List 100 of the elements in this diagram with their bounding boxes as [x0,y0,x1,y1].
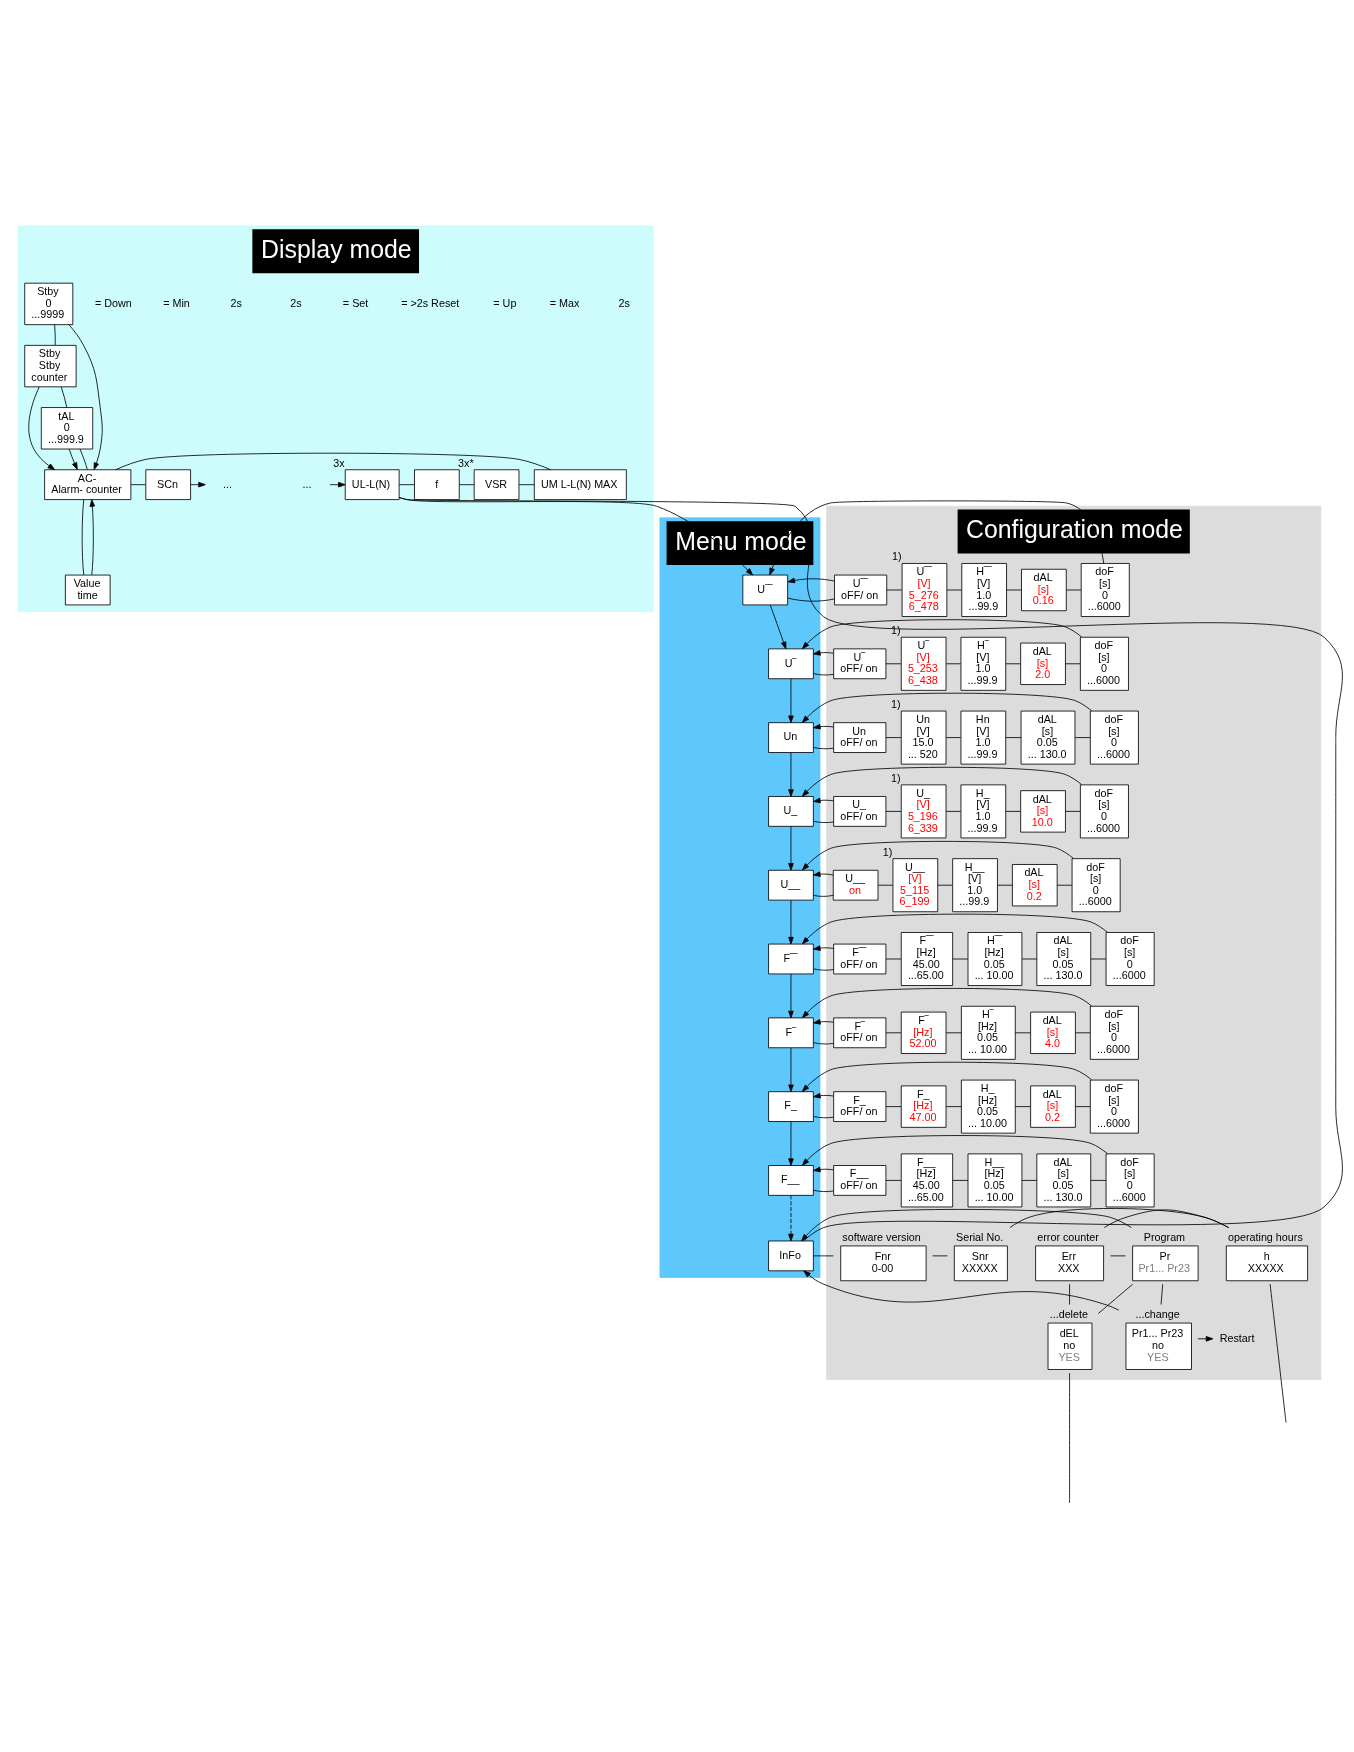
node-box: doF [s] 0 ...6000 [1089,1079,1139,1134]
node-box: doF [s] 0 ...6000 [1105,931,1155,986]
connector [886,589,903,590]
arrow [68,448,78,470]
label: = Min [163,296,190,309]
node-box: dAL [s] 10.0 [1020,789,1066,833]
node-box: U__ on [832,869,879,901]
node-box: doF [s] 0 ...6000 [1080,562,1130,617]
node-box: F_ oFF/ on [833,1090,887,1122]
node-label: 3x* [458,456,474,469]
connector [518,483,535,485]
arrow [802,1134,1108,1166]
node-box: F_ [Hz] 47.00 [900,1084,947,1128]
node-box: F__ [768,1164,814,1196]
arrow [769,604,787,649]
connector [1006,589,1022,590]
connector [398,496,1343,1241]
connector [1090,1179,1107,1181]
connector [813,894,834,897]
node-box: F‾‾ oFF/ on [833,943,887,974]
node-box: Stby Stby counter [24,344,77,387]
arrow [802,766,1083,797]
connector [1005,810,1021,812]
connector [813,672,834,675]
connector [997,884,1013,886]
arrow [802,1061,1093,1092]
node-box: Un [V] 15.0 ... 520 [900,710,947,765]
arrow [813,870,834,877]
arrow [788,899,794,944]
connector [1056,884,1073,886]
connector [885,1179,902,1181]
connector [877,884,894,886]
node-label: 3x [333,456,345,469]
connector [945,736,962,738]
node-box: AC- Alarm- counter [44,468,132,500]
node-box: dAL [s] 0.05 ... 130.0 [1036,931,1092,986]
connector [945,1031,962,1033]
node-box: U_ [768,795,814,827]
node-text: ... [302,477,312,489]
node-box: dAL [s] 2.0 [1020,642,1066,685]
node-label: software version [842,1230,921,1243]
connector [813,967,834,971]
node-label: error counter [1037,1230,1099,1243]
connector [1103,1208,1230,1228]
connector [1005,662,1021,664]
node-box: Value time [64,574,111,605]
arrow [803,1269,1120,1311]
node-box: U__ [768,869,814,901]
node-box: SCn [145,468,191,500]
connector [813,1041,834,1044]
connector [1065,662,1081,664]
node-box: F‾‾ [Hz] 45.00 ...65.00 [900,931,954,986]
connector [398,483,415,485]
connector [885,1105,902,1107]
node-box: U_ [V] 5_196 6_339 [900,783,947,838]
arrow [89,498,96,575]
arrow [769,499,1105,575]
node-box: doF [s] 0 ...6000 [1079,783,1129,838]
arrow [813,723,834,729]
node-box: Un [768,721,814,753]
connector [813,1254,834,1256]
label: = >2s Reset [401,296,460,309]
node-box: doF [s] 0 ...6000 [1089,710,1139,765]
node-box: Stby 0 ...9999 [24,282,74,325]
arrow [813,944,834,951]
connector [945,810,962,812]
node-box: H_ [V] 1.0 ...99.9 [960,783,1007,838]
arrow [788,825,794,871]
arrow [788,1194,794,1241]
node-box: tAL 0 ...999.9 [40,406,94,449]
node-box: U‾ oFF/ on [833,647,887,679]
node-box: U‾ [768,647,814,679]
connector [813,1189,834,1192]
node-box: U‾‾ [V] 5_276 6_478 [901,562,948,617]
connector [787,597,835,602]
connector [937,884,953,886]
arrow [68,323,103,470]
arrow [802,913,1108,944]
node-box: F‾‾ [768,943,814,974]
node-box: H_ [Hz] 0.05 ... 10.00 [960,1079,1016,1134]
label: 2s [618,296,630,309]
node-box: InFo [768,1240,814,1271]
node-box: UL-L(N) [344,468,400,500]
node-box: H‾ [V] 1.0 ...99.9 [960,636,1007,691]
label: 2s [230,296,242,309]
node-box: dAL [s] 0.16 [1021,568,1067,611]
connector [1005,736,1022,738]
arrow [28,386,56,470]
node-label: 1) [891,549,902,562]
connector [885,1031,902,1033]
node-box: Hn [V] 1.0 ...99.9 [960,710,1007,765]
arrow [813,1092,834,1098]
node-label: Serial No. [955,1230,1004,1243]
node-box: dAL [s] 0.05 ... 130.0 [1036,1152,1092,1207]
arrow [788,677,794,723]
node-box: F‾ oFF/ on [833,1016,887,1048]
arrow [802,987,1093,1018]
arrow [813,649,834,656]
node-label: 1) [882,845,893,858]
node-box: doF [s] 0 ...6000 [1105,1152,1155,1207]
